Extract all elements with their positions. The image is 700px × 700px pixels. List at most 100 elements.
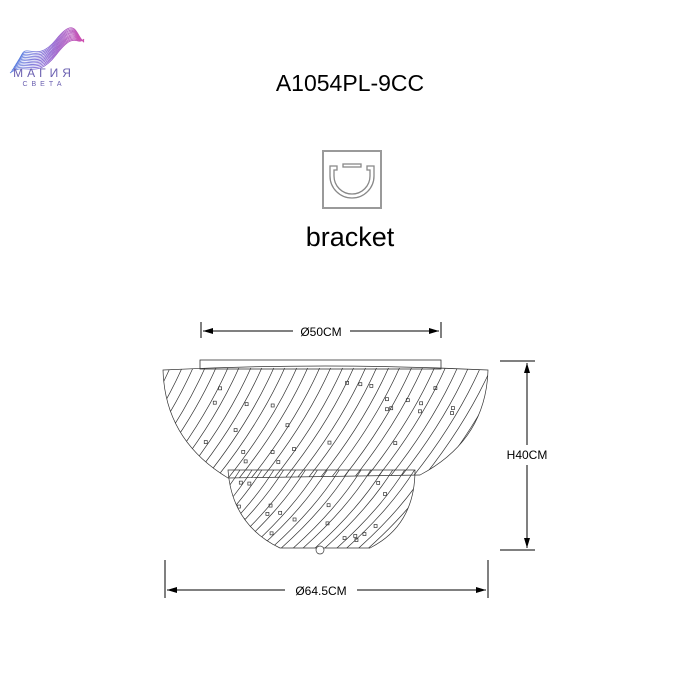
crystal-strip xyxy=(375,368,445,480)
crystal-strip xyxy=(306,368,376,480)
crystal-bead xyxy=(492,455,495,458)
crystal-bead xyxy=(384,493,387,496)
crystal-strip xyxy=(398,368,468,480)
crystal-bead xyxy=(244,460,247,463)
height-dimension: H40CM xyxy=(500,361,547,550)
crystal-strip xyxy=(433,368,503,480)
crystal-bead xyxy=(242,450,245,453)
crystal-bead xyxy=(328,441,331,444)
crystal-bead xyxy=(450,412,453,415)
crystal-strip xyxy=(261,368,331,480)
crystal-strip xyxy=(444,368,514,480)
crystal-bead xyxy=(266,512,269,515)
top-diameter-label: Ø50CM xyxy=(300,325,341,339)
crystal-bead xyxy=(377,481,380,484)
crystal-strip xyxy=(490,368,560,480)
crystal-bead xyxy=(180,461,183,464)
crystal-bead xyxy=(415,517,418,520)
crystal-strip xyxy=(215,368,285,480)
bottom-diameter-dimension: Ø64.5CM xyxy=(165,560,488,598)
crystal-strip xyxy=(421,368,491,480)
crystal-strip xyxy=(169,368,239,480)
crystal-strip xyxy=(352,368,422,480)
crystal-bead xyxy=(245,403,248,406)
crystal-bead xyxy=(219,387,222,390)
crystal-bead xyxy=(234,429,237,432)
crystal-bead xyxy=(277,461,280,464)
top-diameter-dimension: Ø50CM xyxy=(201,322,441,339)
crystal-bead xyxy=(493,417,496,420)
crystal-bead xyxy=(270,532,273,535)
crystal-strip xyxy=(479,368,549,480)
crystal-strip xyxy=(226,470,296,550)
crystal-bead xyxy=(359,383,362,386)
crystal-bead xyxy=(363,533,366,536)
crystal-strip xyxy=(273,368,343,480)
crystal-strip xyxy=(357,470,427,550)
crystal-bead xyxy=(293,518,296,521)
crystal-strip xyxy=(100,368,170,480)
crystal-strip xyxy=(182,470,252,550)
crystal-bead xyxy=(410,515,413,518)
crystal-strip xyxy=(112,368,182,480)
crystal-strip xyxy=(410,368,480,480)
height-label: H40CM xyxy=(507,448,548,462)
crystal-strip xyxy=(250,368,320,480)
crystal-bead xyxy=(436,497,439,500)
crystal-bead xyxy=(161,417,164,420)
crystal-bead xyxy=(248,482,251,485)
crystal-strip xyxy=(341,368,411,480)
crystal-bead xyxy=(420,402,423,405)
crystal-bead xyxy=(370,384,373,387)
crystal-strip xyxy=(422,470,492,550)
crystal-strip xyxy=(181,368,251,480)
crystal-strip xyxy=(204,368,274,480)
crystal-strip xyxy=(456,368,526,480)
crystal-bead xyxy=(443,496,446,499)
crystal-bead xyxy=(219,524,222,527)
crystal-strip xyxy=(410,470,480,550)
crystal-bead xyxy=(419,503,422,506)
crystal-bead xyxy=(354,534,357,537)
crystal-bead xyxy=(158,393,161,396)
crystal-bead xyxy=(512,396,515,399)
crystal-bead xyxy=(385,408,388,411)
crystal-strip xyxy=(284,368,354,480)
crystal-strip xyxy=(146,368,216,480)
crystal-bead xyxy=(394,442,397,445)
crystal-strip xyxy=(192,470,262,550)
crystal-strip xyxy=(400,470,470,550)
crystal-strip xyxy=(238,368,308,480)
crystal-strip xyxy=(329,368,399,480)
crystal-strip xyxy=(378,470,448,550)
crystal-strip xyxy=(296,368,366,480)
crystal-bead xyxy=(327,504,330,507)
crystal-strip xyxy=(364,368,434,480)
crystal-strip xyxy=(387,368,457,480)
crystal-bead xyxy=(213,401,216,404)
crystal-strip xyxy=(158,368,228,480)
crystal-bead xyxy=(451,407,454,410)
ceiling-plate xyxy=(200,360,441,369)
crystal-strip xyxy=(502,368,572,480)
crystal-strip xyxy=(192,368,262,480)
crystal-strip xyxy=(123,368,193,480)
crystal-bead xyxy=(385,398,388,401)
crystal-bead xyxy=(148,422,151,425)
bottom-diameter-label: Ø64.5CM xyxy=(295,584,346,598)
crystal-bead xyxy=(343,537,346,540)
crystal-bead xyxy=(488,417,491,420)
crystal-strip xyxy=(388,470,458,550)
crystal-bead xyxy=(470,456,473,459)
upper-crystal-tier xyxy=(100,368,572,480)
lower-crystal-tier xyxy=(170,470,492,550)
crystal-bead xyxy=(418,410,421,413)
crystal-bead xyxy=(239,481,242,484)
crystal-bead xyxy=(204,441,207,444)
crystal-bead xyxy=(429,470,432,473)
crystal-bead xyxy=(271,404,274,407)
crystal-bead xyxy=(374,525,377,528)
crystal-strip xyxy=(135,368,205,480)
crystal-bead xyxy=(279,511,282,514)
